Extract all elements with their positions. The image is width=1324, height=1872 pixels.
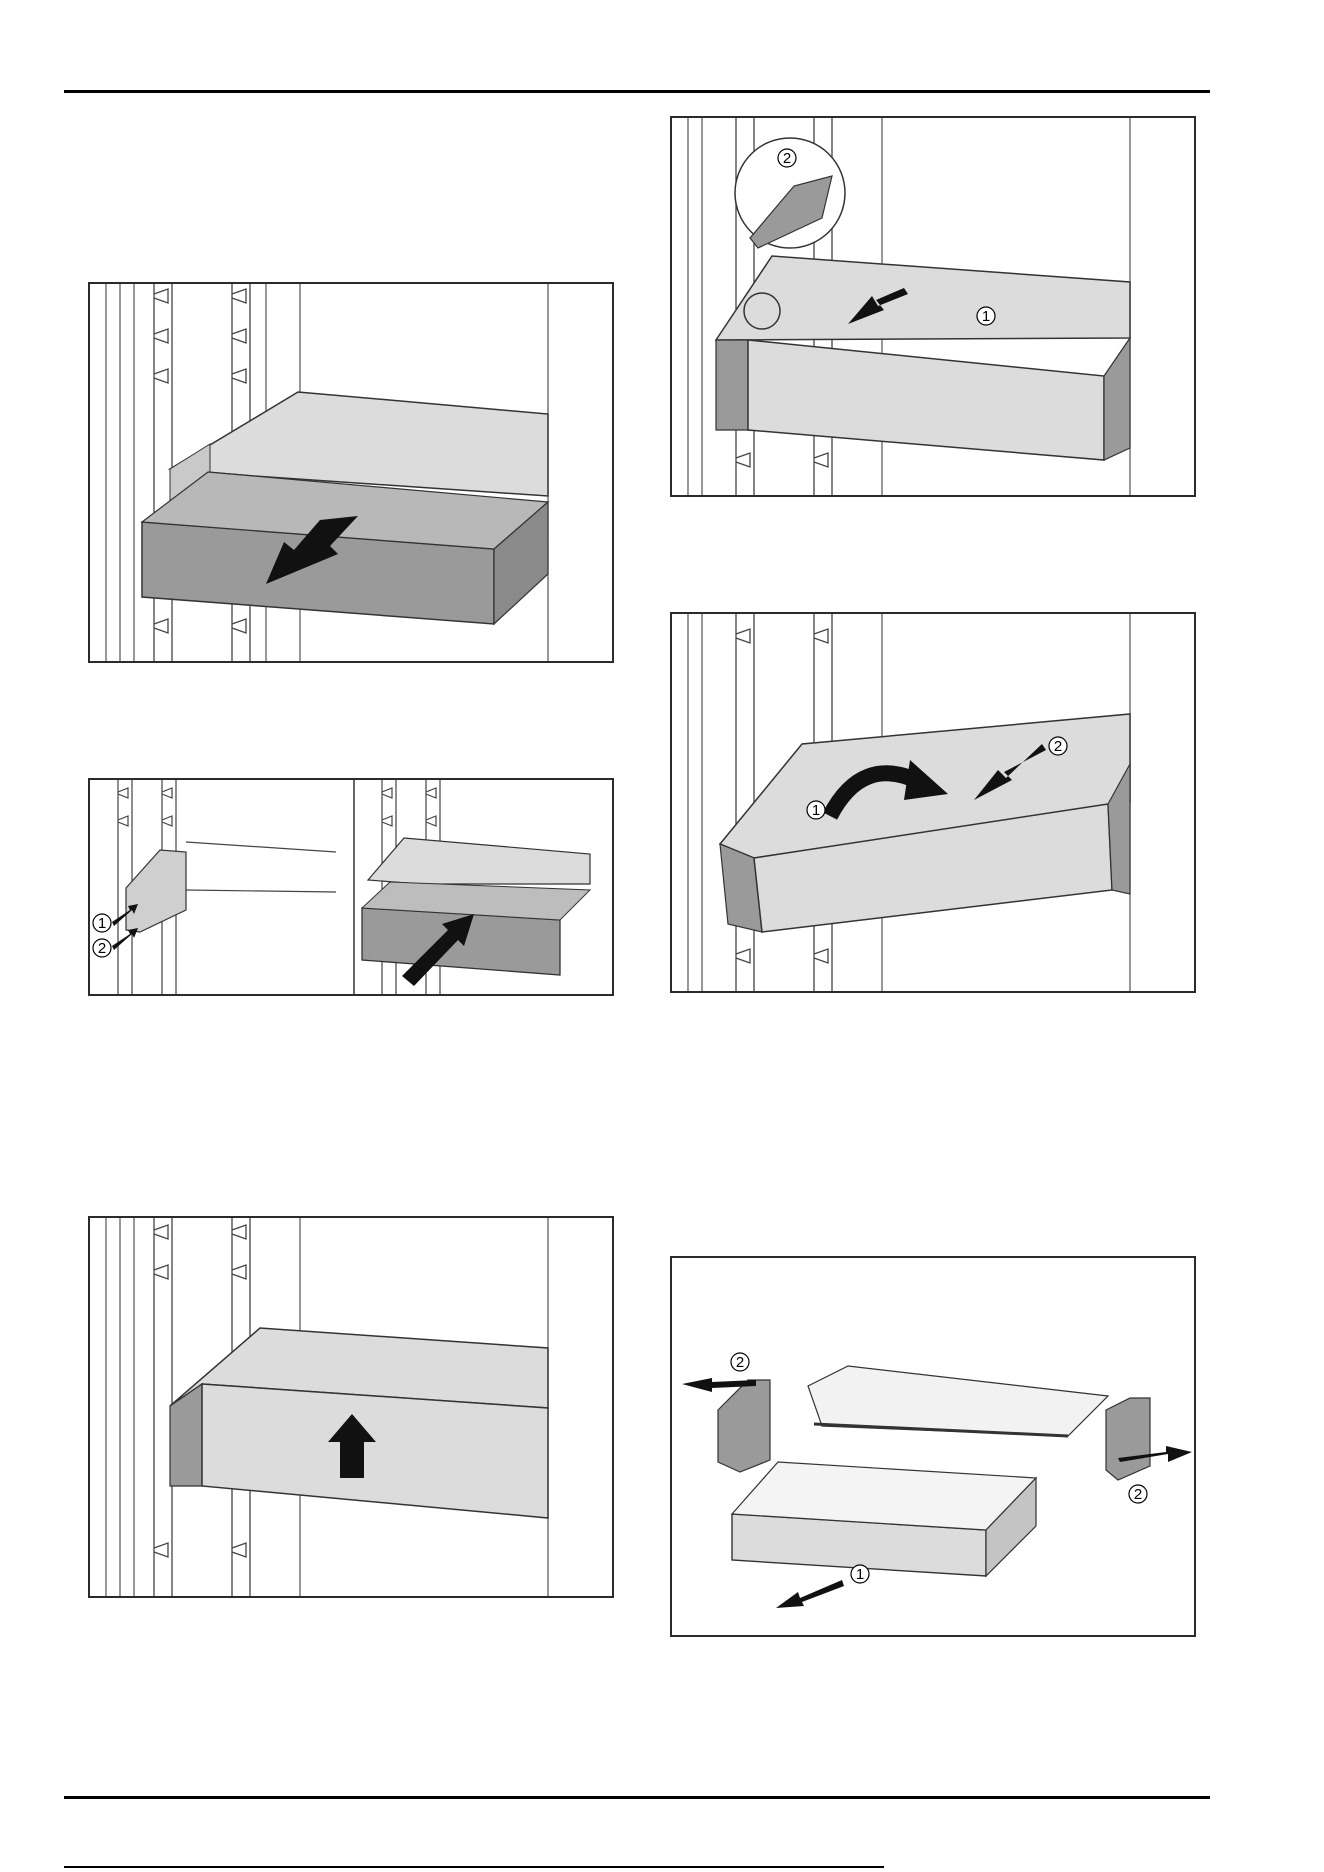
fig-rails-and-drawer-insert: 1 2	[88, 778, 614, 996]
svg-text:1: 1	[98, 915, 106, 932]
callout-2: 2	[778, 149, 796, 167]
callout-2: 2	[93, 939, 111, 957]
bottom-rule	[64, 1796, 1210, 1799]
svg-text:2: 2	[1054, 738, 1062, 755]
footer-rule	[64, 1866, 884, 1868]
callout-2-right: 2	[1129, 1485, 1147, 1503]
fig-drawer-pull-out	[88, 282, 614, 663]
callout-1: 1	[807, 801, 825, 819]
svg-text:2: 2	[736, 1354, 744, 1371]
svg-text:2: 2	[1134, 1486, 1142, 1503]
svg-text:2: 2	[783, 150, 791, 167]
fig-drawer-cover-tilt: 1 2	[670, 612, 1196, 993]
svg-text:1: 1	[982, 308, 990, 325]
svg-text:2: 2	[98, 940, 106, 957]
callout-1: 1	[851, 1565, 869, 1583]
svg-text:1: 1	[812, 802, 820, 819]
callout-1: 1	[977, 307, 995, 325]
fig-drawer-lift	[88, 1216, 614, 1598]
callout-1: 1	[93, 914, 111, 932]
top-rule	[64, 90, 1210, 93]
fig-drawer-disassembly: 2 2 1	[670, 1256, 1196, 1637]
fig-drawer-cover-latch: 2 1	[670, 116, 1196, 497]
callout-2: 2	[1049, 737, 1067, 755]
svg-text:1: 1	[856, 1566, 864, 1583]
callout-2-left: 2	[731, 1353, 749, 1371]
